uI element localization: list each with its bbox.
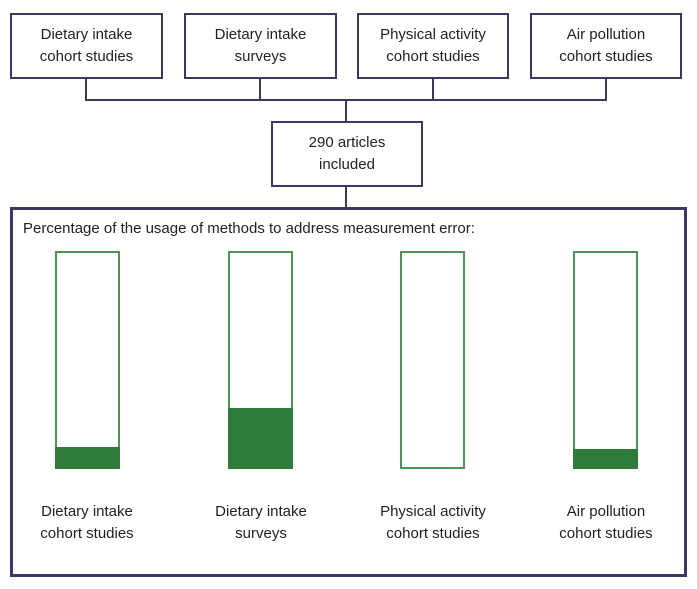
bar-label-line: Dietary intake — [41, 503, 133, 520]
connector-to-result-box — [345, 100, 347, 122]
connector-stub-box2 — [259, 79, 261, 100]
bar-fill — [55, 447, 120, 469]
source-box-dietary-intake-surveys: Dietary intake surveys — [184, 13, 337, 79]
result-box-label-line: 290 articles — [308, 134, 386, 151]
bar-label-physical-activity-cohort: Physical activity cohort studies — [353, 501, 513, 545]
connector-stub-box4 — [605, 79, 607, 100]
source-box-label-line: Physical activity — [380, 26, 486, 43]
source-box-label-line: surveys — [234, 48, 287, 65]
percentage-bar-physical-activity-cohort — [400, 251, 465, 469]
source-box-dietary-intake-cohort: Dietary intake cohort studies — [10, 13, 163, 79]
panel-title: Percentage of the usage of methods to ad… — [23, 220, 475, 237]
bar-label-air-pollution-cohort: Air pollution cohort studies — [526, 501, 686, 545]
percentage-bar-dietary-intake-cohort — [55, 251, 120, 469]
connector-to-panel — [345, 187, 347, 208]
bar-label-line: surveys — [235, 525, 287, 542]
source-box-physical-activity-cohort: Physical activity cohort studies — [357, 13, 509, 79]
bar-label-dietary-intake-cohort: Dietary intake cohort studies — [7, 501, 167, 545]
source-box-label-line: cohort studies — [559, 48, 653, 65]
bar-label-line: Physical activity — [380, 503, 486, 520]
bar-label-line: cohort studies — [559, 525, 653, 542]
source-box-label-line: Dietary intake — [40, 26, 133, 43]
source-box-air-pollution-cohort: Air pollution cohort studies — [530, 13, 682, 79]
percentage-bar-dietary-intake-surveys — [228, 251, 293, 469]
source-box-label-line: Air pollution — [566, 26, 646, 43]
bar-fill — [228, 408, 293, 469]
connector-stub-box3 — [432, 79, 434, 100]
bar-label-line: cohort studies — [386, 525, 480, 542]
result-box-articles-included: 290 articles included — [271, 121, 423, 187]
bar-label-line: Air pollution — [566, 503, 646, 520]
bar-label-dietary-intake-surveys: Dietary intake surveys — [181, 501, 341, 545]
source-box-label-line: cohort studies — [39, 48, 134, 65]
bar-label-line: cohort studies — [40, 525, 134, 542]
percentage-bar-air-pollution-cohort — [573, 251, 638, 469]
source-box-label-line: Dietary intake — [214, 26, 307, 43]
bar-fill — [573, 449, 638, 469]
source-box-label-line: cohort studies — [386, 48, 480, 65]
measurement-error-panel: Percentage of the usage of methods to ad… — [10, 207, 687, 577]
bar-label-line: Dietary intake — [215, 503, 307, 520]
connector-stub-box1 — [85, 79, 87, 100]
result-box-label-line: included — [319, 156, 375, 173]
